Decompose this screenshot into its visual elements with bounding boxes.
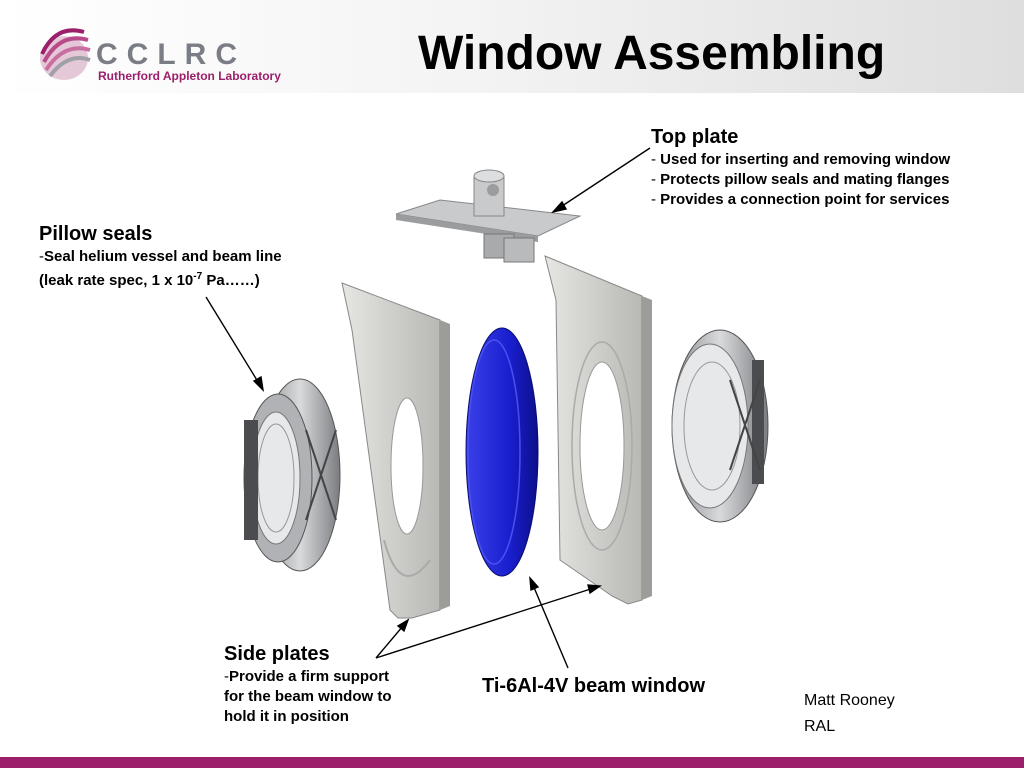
top-plate-heading: Top plate — [651, 126, 739, 148]
top-plate-part — [395, 169, 582, 263]
pillow-seals-line: -Seal helium vessel and beam line — [39, 248, 282, 265]
left-pillow-seal-part — [243, 378, 341, 572]
slide-title: Window Assembling — [418, 27, 886, 80]
bottom-accent-bar — [0, 757, 1024, 768]
slide-header: CCLRC Rutherford Appleton Laboratory Win… — [0, 0, 1024, 93]
side-plates-line: -Provide a firm support — [224, 668, 390, 685]
top-plate-item: - Used for inserting and removing window — [651, 151, 951, 168]
pillow-seals-spec: (leak rate spec, 1 x 10-7 Pa……) — [39, 271, 260, 289]
author-name: Matt Rooney — [804, 692, 895, 709]
top-plate-item: - Provides a connection point for servic… — [651, 191, 950, 208]
left-side-plate-part — [341, 282, 450, 619]
right-pillow-seal-part — [671, 329, 769, 523]
side-plates-callout: Side plates -Provide a firm support for … — [224, 641, 392, 727]
pillow-seals-heading: Pillow seals — [39, 223, 153, 245]
beam-window-callout: Ti-6Al-4V beam window — [482, 673, 705, 699]
beam-window-part — [465, 327, 539, 577]
logo-subtitle: Rutherford Appleton Laboratory — [98, 69, 281, 83]
swirl-logo-icon — [40, 28, 91, 80]
logo-name: CCLRC — [96, 38, 246, 71]
cclrc-logo: CCLRC Rutherford Appleton Laboratory — [36, 14, 296, 86]
side-plates-heading: Side plates — [224, 643, 330, 665]
top-plate-item: - Protects pillow seals and mating flang… — [651, 171, 950, 188]
leader-arrows — [205, 147, 651, 669]
footer-credit: Matt Rooney RAL — [804, 688, 895, 740]
side-plates-line: for the beam window to — [224, 688, 392, 705]
top-plate-callout: Top plate - Used for inserting and remov… — [651, 124, 950, 210]
beam-window-label: Ti-6Al-4V beam window — [482, 675, 705, 697]
right-side-plate-part — [544, 255, 652, 605]
author-org: RAL — [804, 718, 836, 735]
side-plates-line: hold it in position — [224, 708, 349, 725]
pillow-seals-callout: Pillow seals -Seal helium vessel and bea… — [39, 221, 282, 291]
